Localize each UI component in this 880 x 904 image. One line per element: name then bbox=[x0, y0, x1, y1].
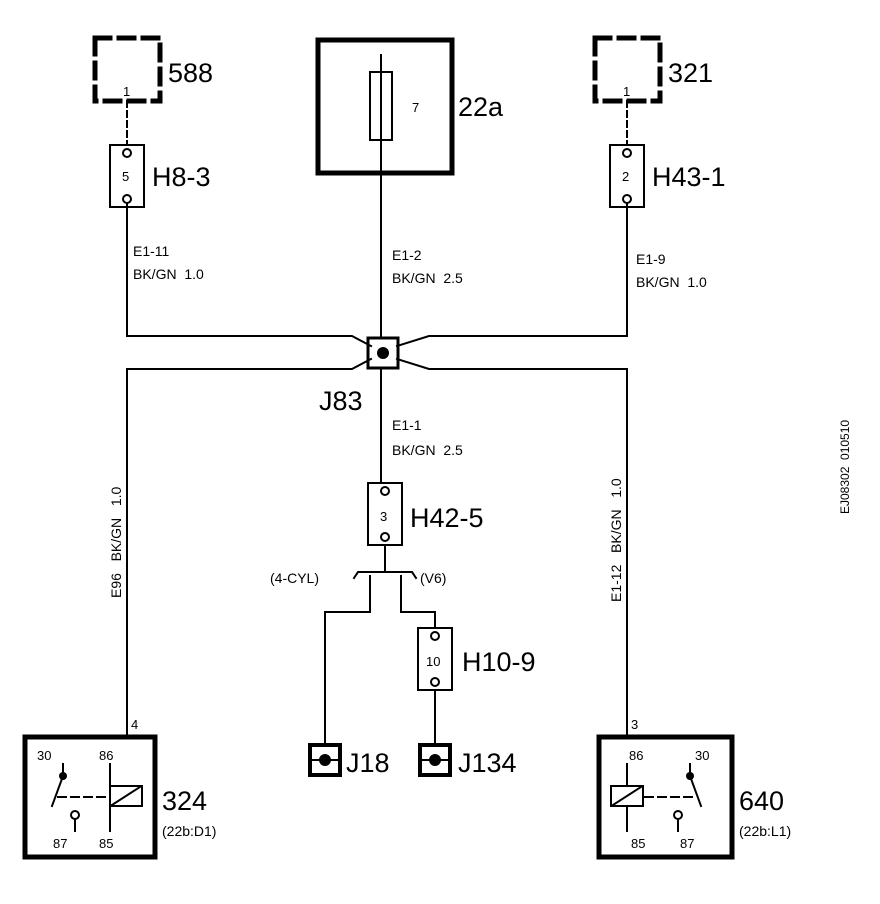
variant-branch bbox=[324, 544, 436, 746]
label-j18: J18 bbox=[346, 748, 390, 778]
pin-relay-324-in: 4 bbox=[131, 717, 138, 732]
label-relay-324: 324 bbox=[162, 786, 207, 816]
pin-relay-324-87: 87 bbox=[53, 836, 67, 851]
pin-588: 1 bbox=[123, 84, 130, 99]
label-22a: 22a bbox=[458, 92, 504, 122]
ground-j134 bbox=[418, 743, 452, 777]
pin-321: 1 bbox=[623, 84, 630, 99]
wire-spec-e1-2: BK/GN 2.5 bbox=[392, 270, 463, 286]
pin-relay-640-in: 3 bbox=[631, 717, 638, 732]
drawing-code: EJ08302 010510 bbox=[838, 420, 852, 514]
pin-h8-3: 5 bbox=[122, 169, 129, 184]
splice-j83 bbox=[366, 336, 400, 370]
wire-e1-12 bbox=[395, 357, 628, 726]
wire-e1-11 bbox=[126, 202, 373, 348]
pin-h43-1: 2 bbox=[622, 169, 629, 184]
variant-4cyl: (4-CYL) bbox=[270, 570, 319, 586]
wire-e1-9 bbox=[395, 202, 628, 348]
pin-relay-640-85: 85 bbox=[631, 836, 645, 851]
relay-324 bbox=[22, 724, 158, 860]
wire-label-e1-12: E1-12 BK/GN 1.0 bbox=[608, 478, 624, 602]
ref-relay-324: (22b:D1) bbox=[162, 823, 216, 839]
fuse-number: 7 bbox=[412, 100, 419, 115]
label-h8-3: H8-3 bbox=[152, 162, 211, 192]
pin-relay-640-86: 86 bbox=[629, 748, 643, 763]
pin-relay-324-30: 30 bbox=[37, 748, 51, 763]
wire-code-e1-2: E1-2 bbox=[392, 247, 422, 263]
label-relay-640: 640 bbox=[739, 786, 784, 816]
label-h10-9: H10-9 bbox=[462, 647, 536, 677]
wire-spec-e1-9: BK/GN 1.0 bbox=[636, 274, 707, 290]
label-h42-5: H42-5 bbox=[410, 503, 484, 533]
label-j83: J83 bbox=[319, 386, 363, 416]
pin-h42-5: 3 bbox=[380, 509, 387, 524]
ref-relay-640: (22b:L1) bbox=[739, 823, 791, 839]
wire-code-e1-9: E1-9 bbox=[636, 251, 666, 267]
pin-relay-324-86: 86 bbox=[99, 748, 113, 763]
wire-code-e1-11: E1-11 bbox=[133, 243, 170, 259]
pin-h10-9: 10 bbox=[426, 654, 440, 669]
component-22a bbox=[315, 37, 455, 176]
label-588: 588 bbox=[168, 58, 213, 88]
label-j134: J134 bbox=[458, 748, 517, 778]
pin-relay-324-85: 85 bbox=[99, 836, 113, 851]
pin-relay-640-30: 30 bbox=[695, 748, 709, 763]
variant-v6: (V6) bbox=[420, 570, 446, 586]
wire-spec-e1-1: BK/GN 2.5 bbox=[392, 442, 463, 458]
relay-640 bbox=[596, 724, 735, 860]
pin-relay-640-87: 87 bbox=[680, 836, 694, 851]
wire-spec-e1-11: BK/GN 1.0 bbox=[133, 266, 204, 282]
ground-j18 bbox=[308, 743, 342, 777]
label-h43-1: H43-1 bbox=[652, 162, 726, 192]
wire-label-e96: E96 BK/GN 1.0 bbox=[108, 487, 124, 598]
wire-e96 bbox=[126, 357, 373, 726]
label-321: 321 bbox=[668, 58, 713, 88]
wire-code-e1-1: E1-1 bbox=[392, 417, 422, 433]
